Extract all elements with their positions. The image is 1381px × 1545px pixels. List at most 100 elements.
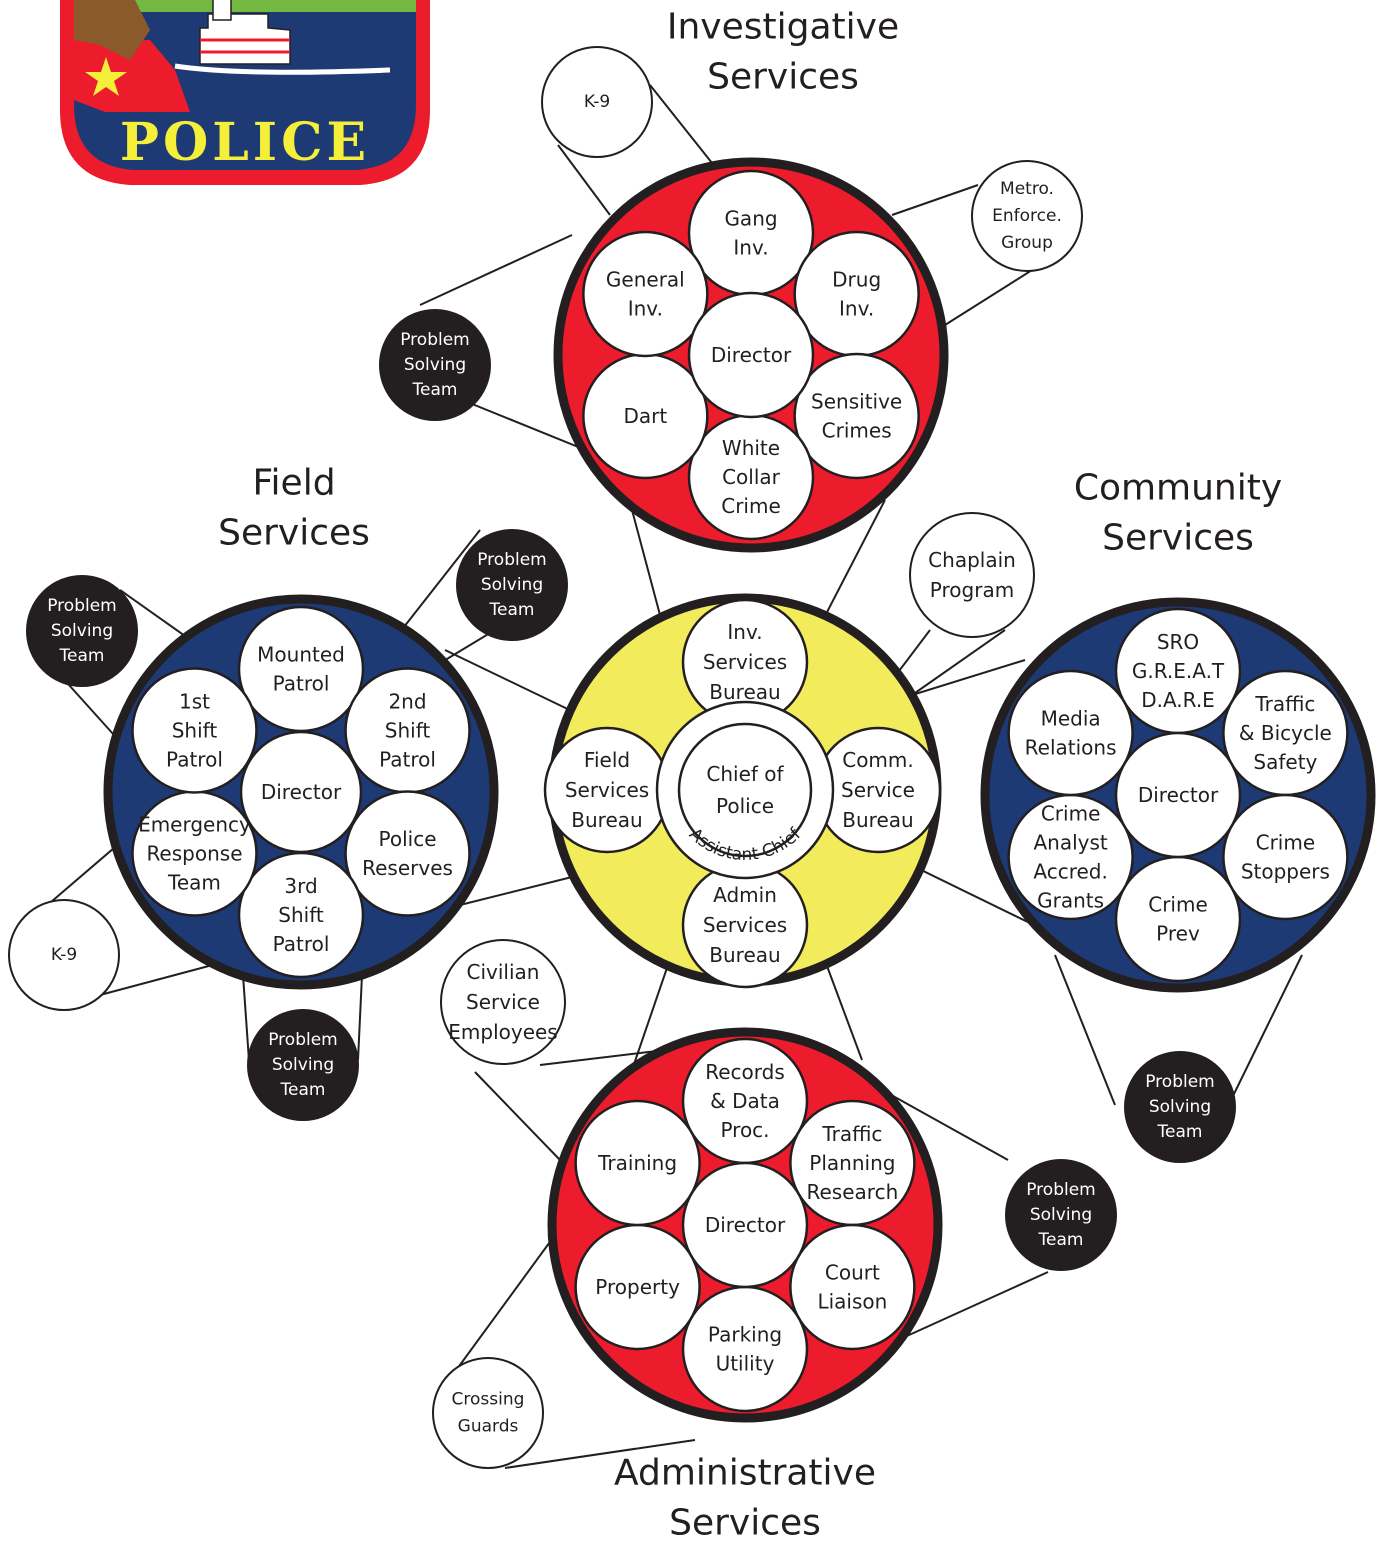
connector-line — [357, 974, 363, 1061]
satellite-label-line: Civilian — [467, 960, 540, 984]
bureau-label-field-line: Services — [565, 778, 649, 802]
satellite-circle — [909, 512, 1035, 638]
unit-label-line: Dart — [623, 404, 667, 428]
satellite-label-line: Solving — [1030, 1205, 1092, 1225]
unit-label-line: Crimes — [822, 419, 892, 443]
connector-line — [557, 144, 611, 216]
satellite-circle — [440, 939, 566, 1065]
connector-line — [897, 1271, 1049, 1341]
unit-label-line: Inv. — [839, 297, 874, 321]
chief-label-line: Police — [716, 794, 774, 818]
connector-line — [474, 1071, 561, 1161]
satellite-label-line: Metro. — [1000, 179, 1054, 199]
unit-circle — [1222, 793, 1349, 921]
unit-label-line: White — [722, 436, 780, 460]
division-title-field-line: Field — [252, 463, 335, 504]
satellite-label-line: Team — [412, 380, 458, 400]
connector-line — [419, 234, 573, 306]
connector-line — [119, 589, 186, 637]
unit-circle — [344, 790, 471, 917]
division-administrative: Records& DataProc.TrafficPlanningResearc… — [547, 1027, 943, 1423]
unit-label: Dart — [623, 404, 667, 428]
chief-label-line: Chief of — [706, 762, 784, 786]
connector-line — [449, 394, 599, 456]
unit-label-line: Reserves — [362, 856, 453, 880]
division-investigative: GangInv.DrugInv.SensitiveCrimesWhiteColl… — [553, 157, 949, 553]
unit-circle — [793, 230, 920, 358]
satellite-label-line: Problem — [1145, 1072, 1215, 1092]
satellite-label-line: K-9 — [51, 945, 77, 965]
satellite-label-line: Problem — [47, 596, 117, 616]
unit-label-line: Accred. — [1033, 860, 1107, 884]
satellite-circle — [541, 46, 653, 158]
satellite-label-line: Solving — [481, 575, 543, 595]
unit-circle — [1114, 855, 1242, 983]
unit-label-line: Gang — [724, 207, 777, 231]
unit-label-line: Mounted — [257, 643, 345, 667]
connector-line — [649, 84, 713, 164]
unit-label-line: Liaison — [817, 1290, 887, 1314]
connector-line — [944, 264, 1041, 326]
satellite-label-line: Group — [1001, 233, 1053, 253]
unit-label-line: Parking — [708, 1323, 782, 1347]
bureau-label-admin-line: Admin — [713, 883, 777, 907]
director-label: Director — [1138, 783, 1219, 807]
satellite-circle — [432, 1357, 544, 1469]
unit-label-line: Prev — [1156, 922, 1200, 946]
unit-label-line: Training — [597, 1151, 677, 1175]
unit-label-line: Drug — [832, 268, 881, 292]
unit-label-line: SRO — [1157, 630, 1199, 654]
connector-line — [1231, 954, 1303, 1099]
unit-label-line: 2nd — [388, 690, 426, 714]
connector-line — [891, 184, 979, 216]
unit-label: Property — [595, 1275, 680, 1299]
satellite-circle — [456, 529, 568, 641]
satellite-label: K-9 — [51, 945, 77, 965]
bureau-label-community-line: Service — [841, 778, 915, 802]
satellite-label-line: Chaplain — [928, 548, 1016, 572]
satellite-label-line: Crossing — [452, 1390, 525, 1410]
chief-of-police-group: Inv.ServicesBureauFieldServicesBureauCom… — [543, 593, 942, 989]
satellite-metro_enforce: Metro.Enforce.Group — [971, 160, 1083, 272]
satellite-label-line: Problem — [268, 1030, 338, 1050]
unit-label-line: Crime — [1041, 802, 1101, 826]
satellite-label-line: Employees — [448, 1020, 557, 1044]
unit-label-line: Patrol — [166, 748, 223, 772]
satellite-label-line: Team — [1157, 1122, 1203, 1142]
director-circle — [681, 1161, 809, 1289]
unit-label-line: G.R.E.A.T — [1132, 659, 1225, 683]
satellite-label-line: Problem — [1026, 1180, 1096, 1200]
unit-label-line: Shift — [385, 719, 431, 743]
satellite-label-line: Guards — [458, 1417, 519, 1437]
satellite-circle — [971, 160, 1083, 272]
unit-label-line: Media — [1041, 707, 1101, 731]
bureau-label-investigative-line: Inv. — [727, 620, 762, 644]
unit-label-line: Property — [595, 1275, 680, 1299]
director-label: Director — [705, 1213, 786, 1237]
director-label: Director — [711, 343, 792, 367]
unit-circle — [574, 1099, 701, 1227]
unit-label-line: Court — [825, 1261, 880, 1285]
satellite-circle — [247, 1009, 359, 1121]
